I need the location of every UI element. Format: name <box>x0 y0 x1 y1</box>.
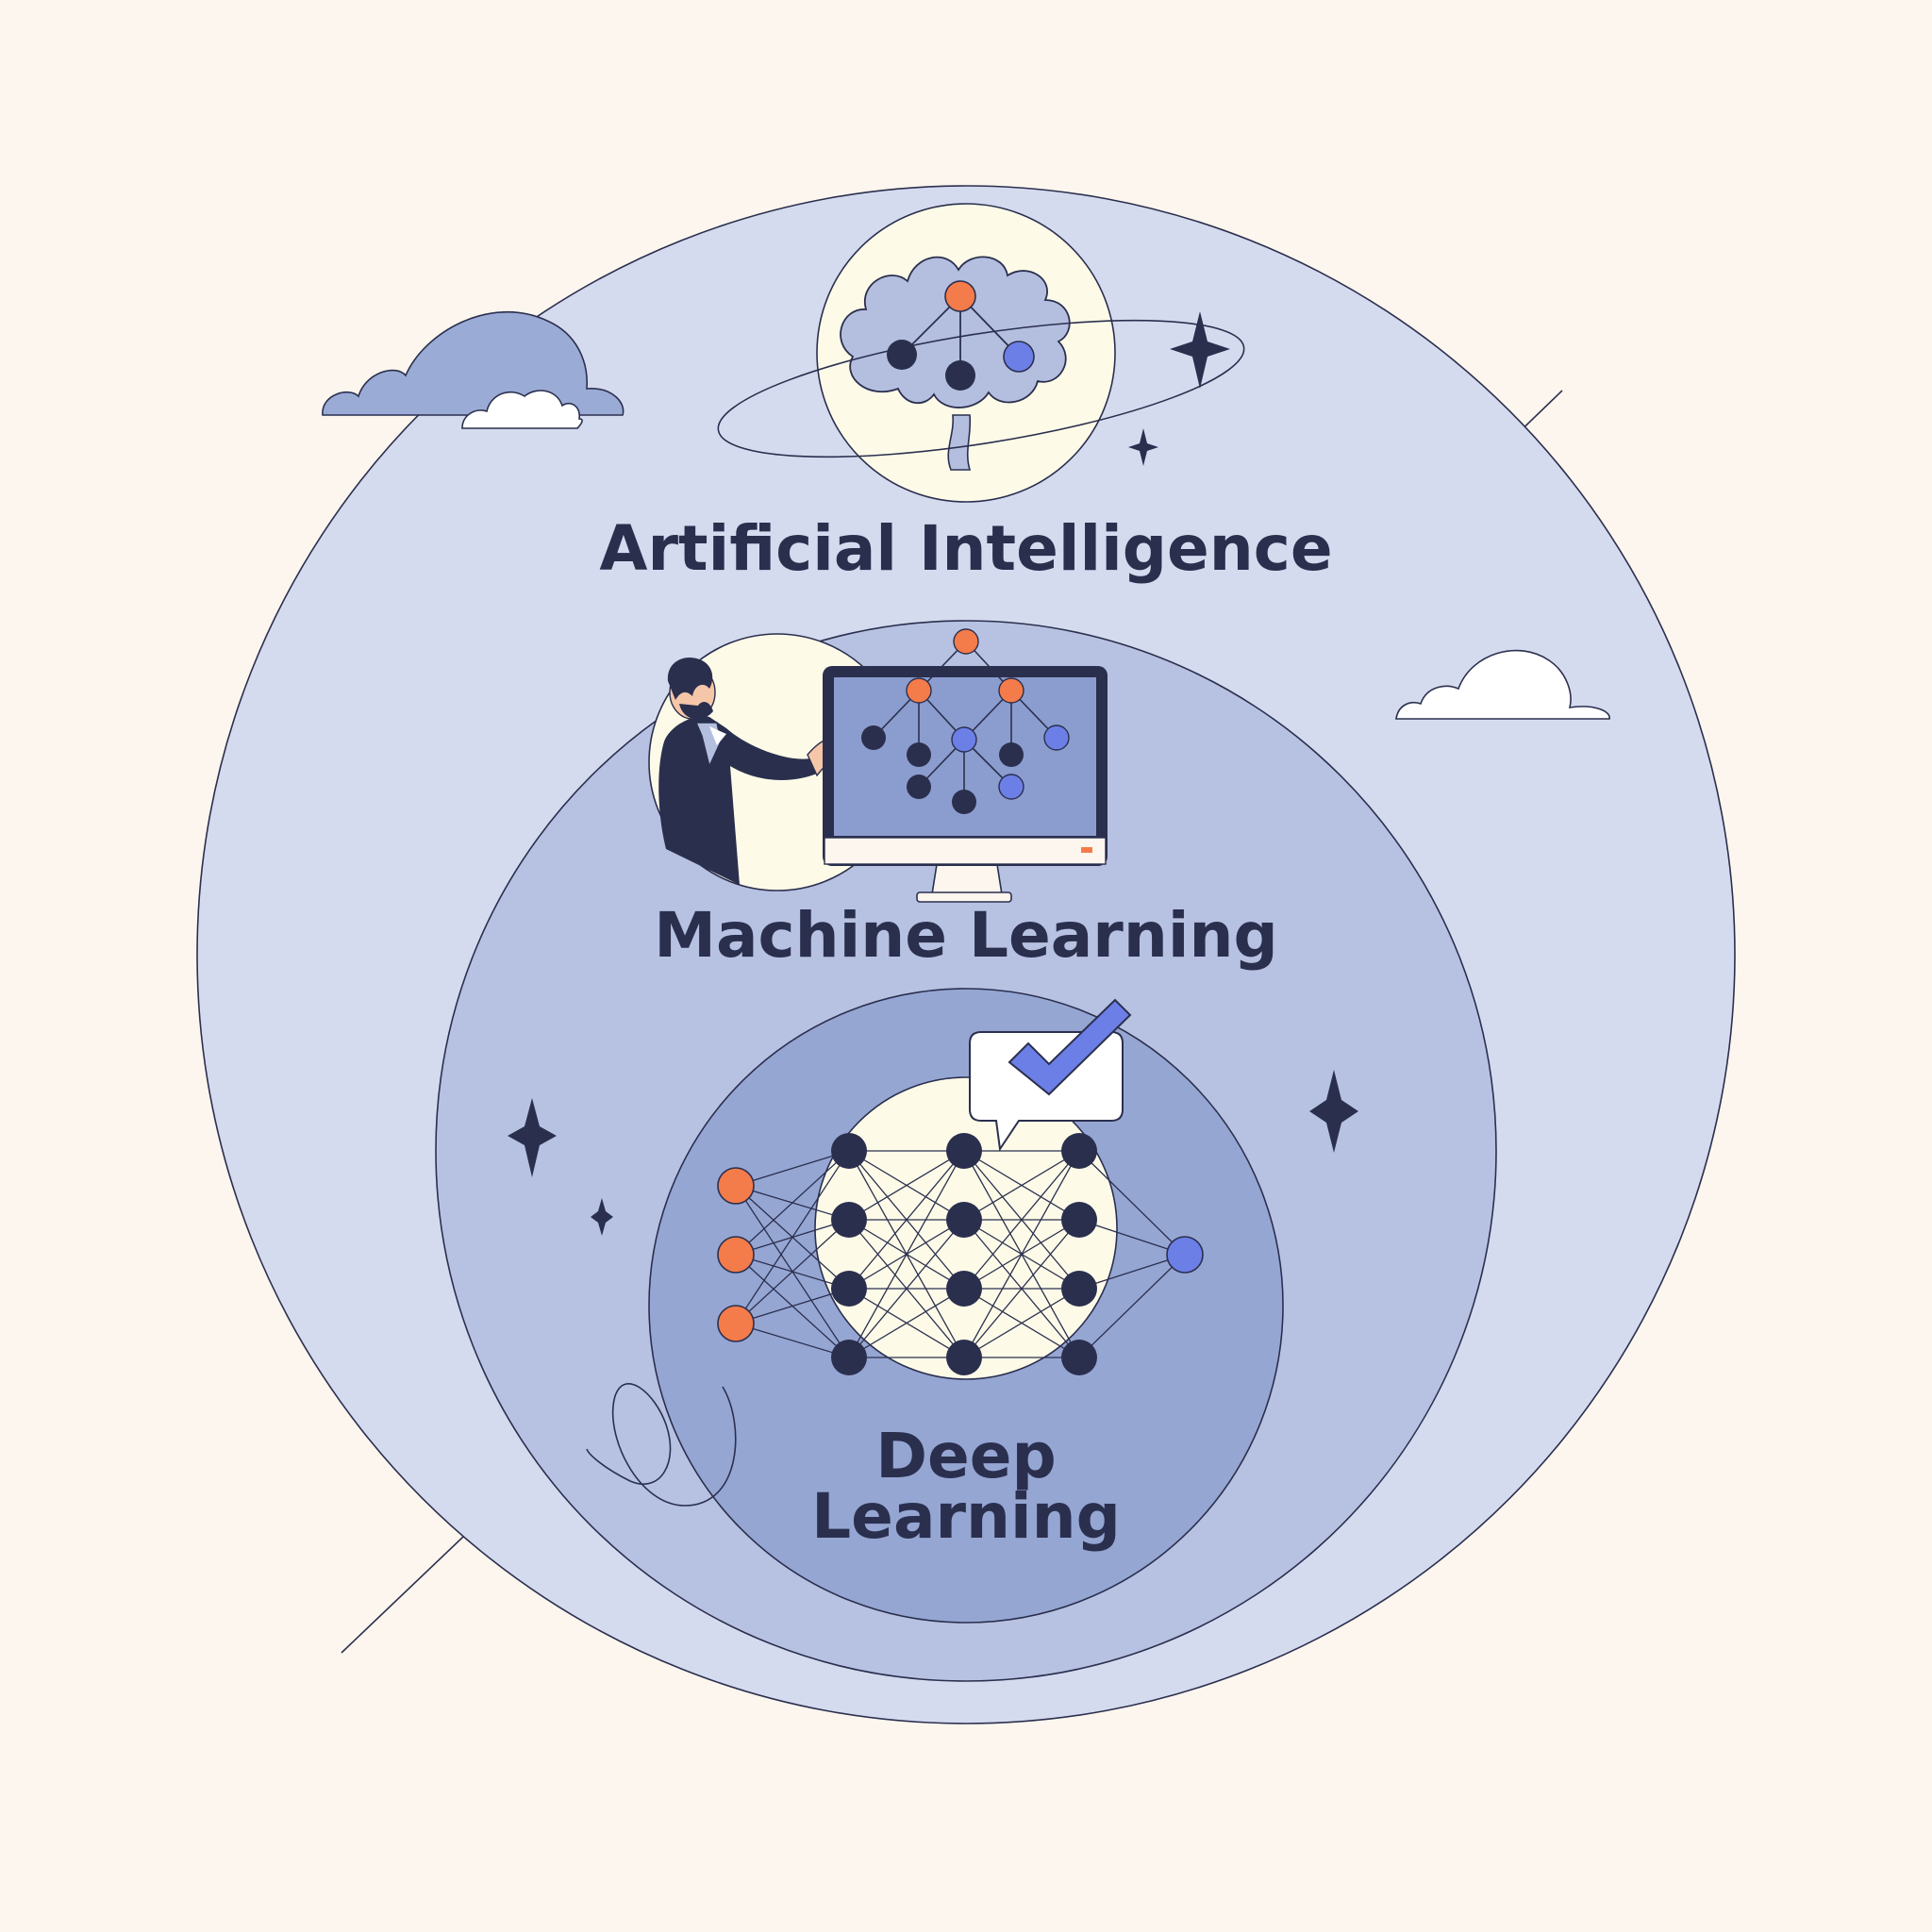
network-node <box>717 1236 755 1274</box>
network-node <box>1061 1271 1097 1307</box>
network-node <box>946 1340 982 1375</box>
network-node <box>831 1271 867 1307</box>
network-edge <box>735 1150 850 1187</box>
dl-label-line1: Deep <box>875 1420 1057 1492</box>
cloud-icon <box>1395 649 1610 720</box>
network-node <box>946 1202 982 1238</box>
network-edge <box>848 1219 965 1358</box>
network-node <box>717 1305 755 1342</box>
network-node <box>946 1133 982 1169</box>
network-edge <box>735 1150 850 1324</box>
network-edge <box>735 1288 850 1324</box>
network-node <box>1061 1340 1097 1375</box>
network-edge <box>735 1323 850 1358</box>
network-edge <box>963 1150 1080 1290</box>
network-node <box>1061 1133 1097 1169</box>
network-node <box>1166 1236 1204 1274</box>
ml-label: Machine Learning <box>654 899 1277 972</box>
network-edge <box>848 1150 965 1290</box>
network-edge <box>1078 1254 1186 1358</box>
checkmark-speech-bubble-icon <box>969 998 1132 1152</box>
sparkle-icon <box>1170 311 1230 389</box>
network-node <box>831 1202 867 1238</box>
network-edge <box>963 1150 1080 1221</box>
network-edge <box>848 1288 965 1358</box>
network-edge <box>963 1219 1080 1358</box>
network-node <box>1061 1202 1097 1238</box>
swirl-line <box>586 1383 737 1507</box>
network-node <box>717 1167 755 1205</box>
network-edge <box>1078 1150 1186 1256</box>
sparkle-icon <box>508 1098 557 1177</box>
presenter-monitor-icon <box>648 628 1108 903</box>
sparkle-icon <box>1309 1070 1358 1153</box>
network-edge <box>735 1150 850 1256</box>
network-edge <box>963 1288 1080 1358</box>
cloud-icon <box>322 311 625 429</box>
orbit-ring <box>717 319 1245 458</box>
ai-label: Artificial Intelligence <box>599 512 1332 585</box>
network-edge <box>848 1150 965 1358</box>
network-edge <box>735 1219 850 1324</box>
network-edge <box>848 1150 965 1221</box>
network-node <box>831 1133 867 1169</box>
sparkle-icon <box>591 1198 613 1236</box>
network-edge <box>963 1150 1080 1358</box>
dl-label-line2: Learning <box>811 1480 1121 1553</box>
brain-network-icon <box>816 203 1116 503</box>
network-node <box>946 1271 982 1307</box>
sparkle-icon <box>1128 428 1158 466</box>
network-node <box>831 1340 867 1375</box>
neural-network-icon <box>717 1076 1204 1380</box>
